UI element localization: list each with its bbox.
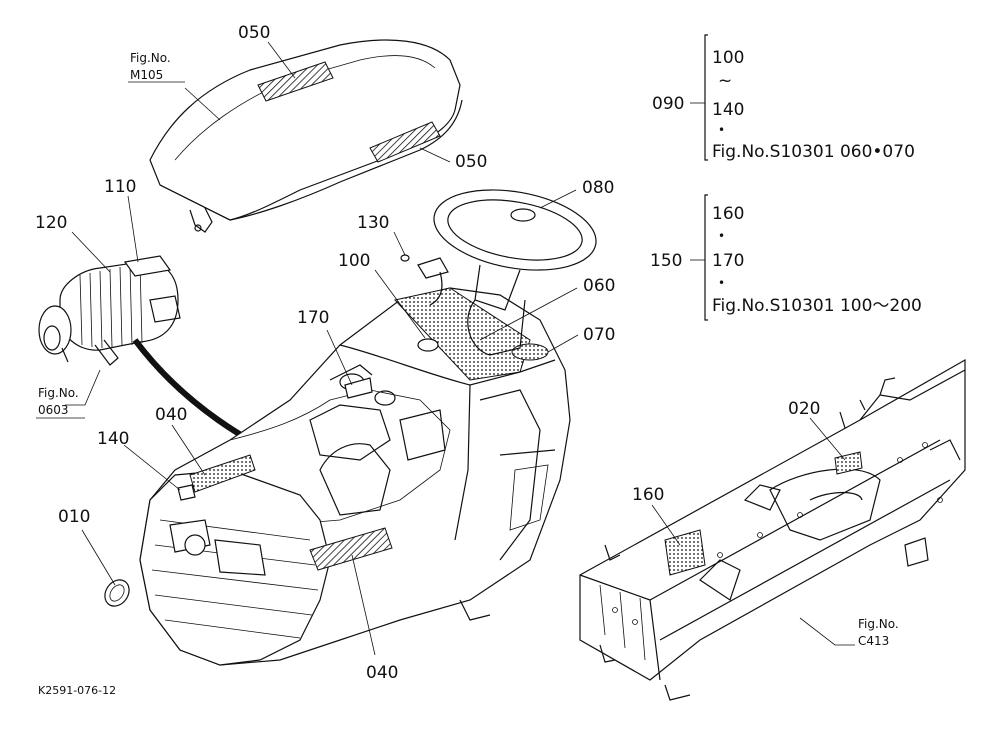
steering-wheel [400, 189, 597, 356]
note-150-dot2: • [718, 276, 725, 290]
note-090-key: 090 [652, 94, 684, 114]
note-090-tilde: ~ [718, 71, 732, 91]
note-150-line3: Fig.No.S10301 100～200 [712, 296, 922, 316]
callout-010: 010 [58, 507, 90, 527]
note-090: 090 100 ~ 140 • Fig.No.S10301 060•070 [652, 48, 915, 162]
callout-040-bottom: 040 [366, 663, 398, 683]
callout-160: 160 [632, 485, 664, 505]
air-cleaner [38, 255, 181, 366]
callout-050-top: 050 [238, 23, 270, 43]
leader-lines [65, 34, 855, 656]
callout-080: 080 [582, 178, 614, 198]
callout-130: 130 [357, 213, 389, 233]
fig-0603-code: 0603 [38, 403, 69, 417]
note-150-line2: 170 [712, 251, 744, 271]
callout-070: 070 [583, 325, 615, 345]
note-150-line1: 160 [712, 204, 744, 224]
note-090-line1: 100 [712, 48, 744, 68]
callout-140: 140 [97, 429, 129, 449]
callout-170: 170 [297, 308, 329, 328]
callout-labels: 050 050 110 120 130 100 080 060 070 170 … [35, 23, 820, 683]
bonnet-hood [149, 39, 463, 233]
callout-120: 120 [35, 213, 67, 233]
drawing-code: K2591-076-12 [38, 684, 116, 697]
fig-m105-code: M105 [130, 68, 163, 82]
fig-c413-code: C413 [858, 634, 889, 648]
note-150: 150 160 • 170 • Fig.No.S10301 100～200 [650, 204, 922, 316]
callout-050-right: 050 [455, 152, 487, 172]
fig-c413-label: Fig.No. [858, 617, 899, 631]
callout-040-top: 040 [155, 405, 187, 425]
note-090-line2: 140 [712, 100, 744, 120]
tractor-body [104, 287, 571, 666]
frame-chassis [579, 358, 966, 701]
callout-020: 020 [788, 399, 820, 419]
note-150-key: 150 [650, 251, 682, 271]
note-090-line3: Fig.No.S10301 060•070 [712, 142, 915, 162]
figure-references: Fig.No. M105 Fig.No. 0603 Fig.No. C413 [36, 51, 899, 648]
fig-0603-label: Fig.No. [38, 386, 79, 400]
callout-100: 100 [338, 251, 370, 271]
fig-m105-label: Fig.No. [130, 51, 171, 65]
callout-060: 060 [583, 276, 615, 296]
note-150-dot1: • [718, 229, 725, 243]
callout-110: 110 [104, 177, 136, 197]
note-090-dot: • [718, 123, 725, 137]
